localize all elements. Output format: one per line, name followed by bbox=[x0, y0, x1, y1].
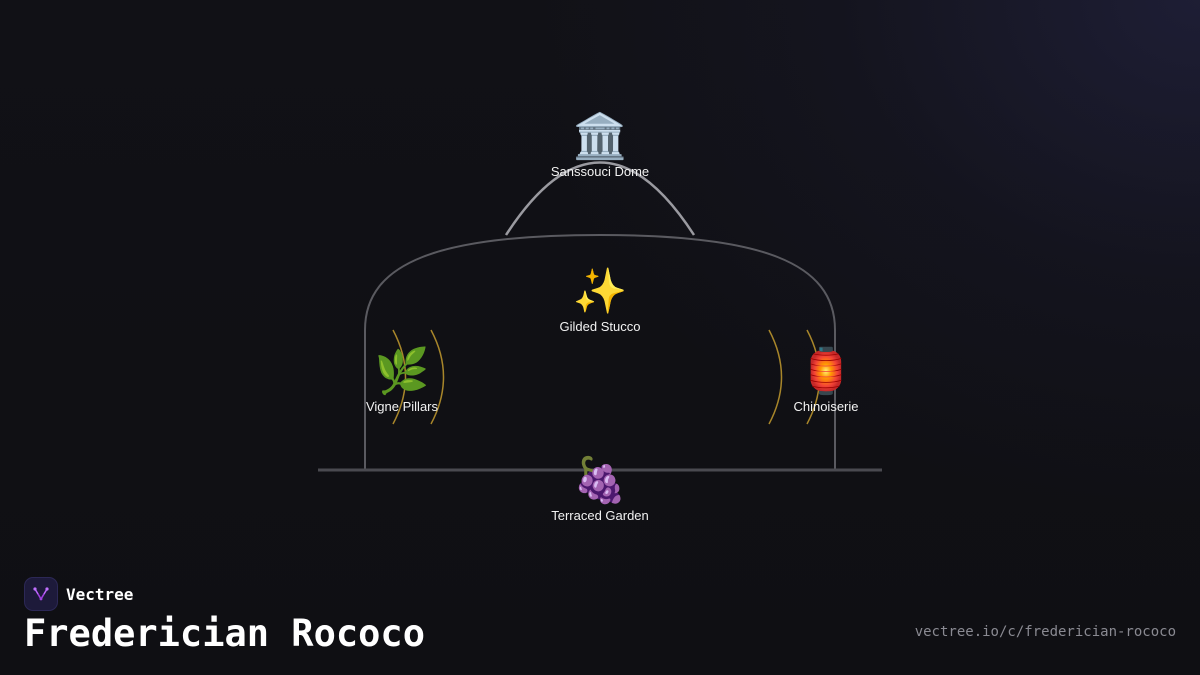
page-url[interactable]: vectree.io/c/frederician-rococo bbox=[914, 624, 1176, 640]
brand[interactable]: Vectree bbox=[24, 577, 133, 611]
pavilion-outline bbox=[364, 233, 836, 470]
right-inner-arc bbox=[768, 329, 783, 425]
node-label: Sanssouci Dome bbox=[550, 164, 650, 179]
brand-name: Vectree bbox=[66, 584, 134, 604]
node-vigne-pillars[interactable]: 🌿 Vigne Pillars bbox=[302, 347, 502, 415]
node-label: Terraced Garden bbox=[551, 508, 649, 523]
page-title: Frederician Rococo bbox=[24, 612, 425, 655]
right-outer-arc bbox=[806, 329, 821, 425]
node-label: Vigne Pillars bbox=[365, 399, 439, 414]
node-gilded-stucco[interactable]: ✨ Gilded Stucco bbox=[500, 267, 700, 335]
sparkles-icon: ✨ bbox=[572, 267, 628, 316]
node-sanssouci-dome[interactable]: 🏛️ Sanssouci Dome bbox=[500, 112, 700, 180]
left-inner-arc bbox=[430, 329, 445, 425]
left-outer-arc bbox=[392, 329, 407, 425]
herb-icon: 🌿 bbox=[374, 347, 430, 396]
node-chinoiserie[interactable]: 🏮 Chinoiserie bbox=[726, 347, 926, 415]
classical-building-icon: 🏛️ bbox=[572, 112, 628, 161]
vectree-logo-icon bbox=[24, 577, 58, 611]
grapes-icon: 🍇 bbox=[572, 456, 628, 505]
node-label: Chinoiserie bbox=[793, 399, 859, 414]
cupola-arc bbox=[504, 161, 696, 236]
node-label: Gilded Stucco bbox=[559, 319, 641, 334]
red-lantern-icon: 🏮 bbox=[798, 347, 854, 396]
node-terraced-garden[interactable]: 🍇 Terraced Garden bbox=[500, 456, 700, 524]
